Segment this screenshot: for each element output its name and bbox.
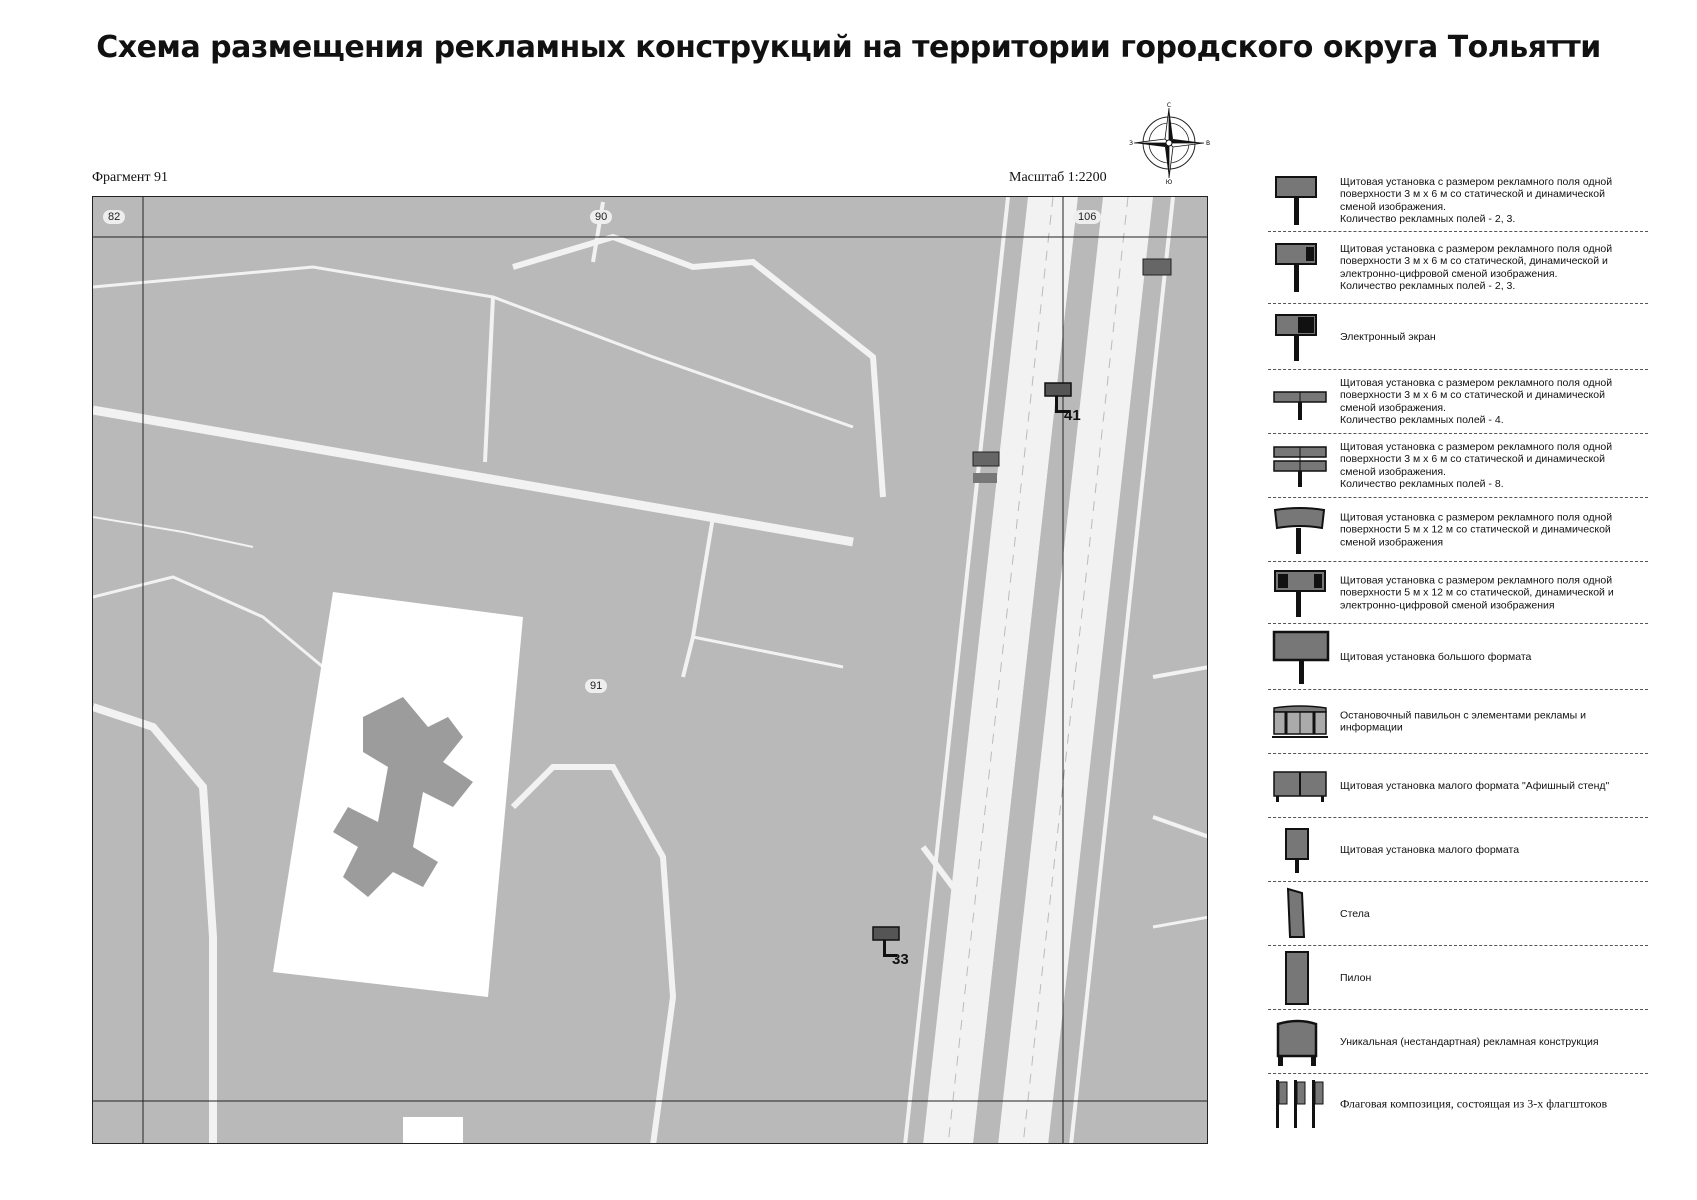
block-label-90: 90 <box>590 210 613 224</box>
legend-item-text: Щитовая установка с размером рекламного … <box>1340 573 1614 611</box>
map-drawing <box>93 197 1207 1143</box>
billboard-symbol-edge <box>1142 258 1172 276</box>
legend-item: Щитовая установка с размером рекламного … <box>1268 498 1648 562</box>
billboard-marker-33[interactable]: 33 <box>871 925 931 975</box>
electronic-screen-icon <box>1275 313 1317 361</box>
billboard-3x6-static-dynamic-icon <box>1275 175 1317 225</box>
billboard-3x6-static-dynamic-icon <box>1044 382 1072 413</box>
legend-item: Щитовая установка малого формата <box>1268 818 1648 882</box>
billboard-3x6-eight-fields-icon <box>1273 445 1327 487</box>
legend-item-text: Флаговая композиция, состоящая из 3-х фл… <box>1340 1096 1608 1111</box>
stop-pavilion-symbol <box>972 451 1000 467</box>
compass-south-label: Ю <box>1166 179 1173 184</box>
legend-item: Остановочный павильон с элементами рекла… <box>1268 690 1648 754</box>
block-label-82: 82 <box>103 210 126 224</box>
legend-item-text: Щитовая установка с размером рекламного … <box>1340 175 1613 226</box>
legend-item: Уникальная (нестандартная) рекламная кон… <box>1268 1010 1648 1074</box>
legend-item-text: Щитовая установка большого формата <box>1340 650 1532 663</box>
large-format-billboard-icon <box>1272 630 1330 684</box>
legend-item-text: Щитовая установка малого формата "Афишны… <box>1340 779 1610 792</box>
compass-north-label: С <box>1167 102 1171 109</box>
legend-item-text: Пилон <box>1340 971 1372 984</box>
block-label-91: 91 <box>585 679 608 693</box>
legend-item-text: Уникальная (нестандартная) рекламная кон… <box>1340 1035 1599 1048</box>
marker-number: 33 <box>892 951 909 968</box>
legend-item: Стела <box>1268 882 1648 946</box>
fragment-label: Фрагмент 91 <box>92 170 169 185</box>
poster-stand-icon <box>1273 770 1327 802</box>
legend-item-text: Электронный экран <box>1340 330 1436 343</box>
legend: Щитовая установка с размером рекламного … <box>1268 170 1648 1134</box>
compass-west-label: З <box>1129 140 1133 147</box>
billboard-marker-41[interactable]: 41 <box>1043 381 1103 431</box>
billboard-5x12-digital-icon <box>1274 569 1326 617</box>
legend-item: Щитовая установка с размером рекламного … <box>1268 434 1648 498</box>
legend-item-text: Остановочный павильон с элементами рекла… <box>1340 709 1586 734</box>
legend-item: Щитовая установка большого формата <box>1268 624 1648 690</box>
small-format-board-icon <box>1285 827 1309 873</box>
legend-item: Щитовая установка малого формата "Афишны… <box>1268 754 1648 818</box>
building-footprint <box>333 697 473 897</box>
flag-composition-icon <box>1276 1080 1324 1128</box>
scale-label: Масштаб 1:2200 <box>1009 170 1107 185</box>
legend-item-text: Щитовая установка малого формата <box>1340 843 1520 856</box>
legend-item: Флаговая композиция, состоящая из 3-х фл… <box>1268 1074 1648 1134</box>
legend-item: Щитовая установка с размером рекламного … <box>1268 370 1648 434</box>
diagonal-street <box>93 405 854 547</box>
block-label-106: 106 <box>1073 210 1102 224</box>
map-fragment[interactable]: 82 90 91 106 41 33 <box>92 196 1208 1144</box>
compass-rose-icon: С Ю З В <box>1128 102 1210 186</box>
legend-item-text: Щитовая установка с размером рекламного … <box>1340 440 1613 491</box>
legend-item: Щитовая установка с размером рекламного … <box>1268 562 1648 624</box>
legend-item: Щитовая установка с размером рекламного … <box>1268 170 1648 232</box>
bus-stop-pavilion-icon <box>1272 704 1328 738</box>
pylon-icon <box>1285 950 1309 1005</box>
legend-item-text: Щитовая установка с размером рекламного … <box>1340 242 1613 293</box>
stela-icon <box>1286 887 1306 938</box>
legend-item: Пилон <box>1268 946 1648 1010</box>
billboard-3x6-four-fields-icon <box>1273 390 1327 420</box>
page-title: Схема размещения рекламных конструкций н… <box>96 30 1601 65</box>
marker-number: 41 <box>1064 407 1081 424</box>
billboard-3x6-digital-icon <box>1275 242 1317 292</box>
billboard-3x6-static-dynamic-icon <box>872 926 900 957</box>
avenue-median <box>973 197 1103 1143</box>
legend-item-text: Стела <box>1340 907 1370 920</box>
legend-item-text: Щитовая установка с размером рекламного … <box>1340 510 1613 548</box>
unique-construction-icon <box>1276 1019 1318 1066</box>
legend-item-text: Щитовая установка с размером рекламного … <box>1340 376 1613 427</box>
legend-item: Щитовая установка с размером рекламного … <box>1268 232 1648 304</box>
legend-item: Электронный экран <box>1268 304 1648 370</box>
compass-east-label: В <box>1206 140 1210 147</box>
billboard-5x12-static-dynamic-icon <box>1273 506 1326 554</box>
